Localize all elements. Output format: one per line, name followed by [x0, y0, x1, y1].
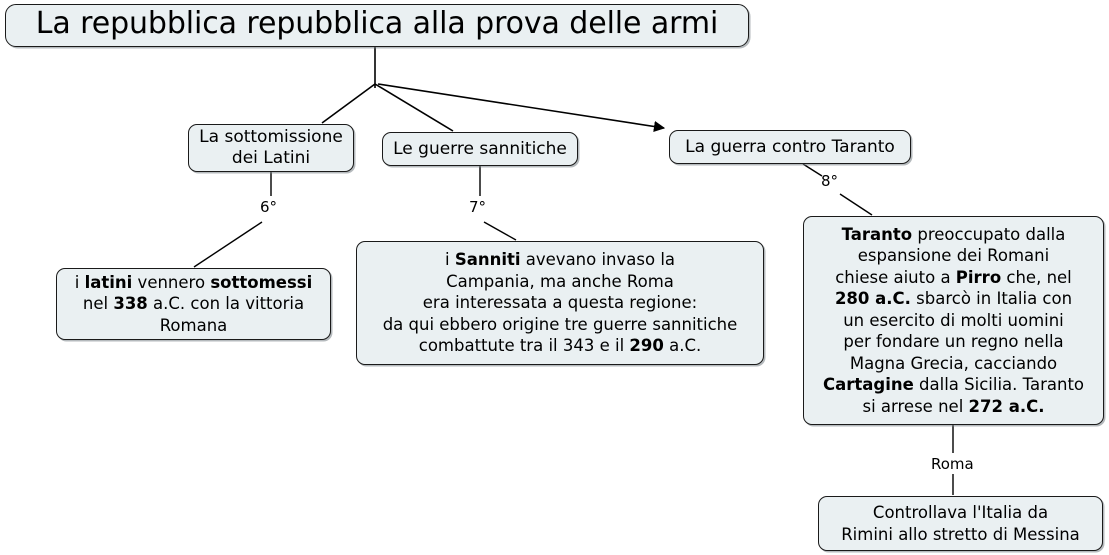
edge-title-to-taranto	[377, 83, 666, 133]
node-title[interactable]: La repubblica repubblica alla prova dell…	[5, 4, 749, 47]
node-sottomissione-latini[interactable]: La sottomissione dei Latini	[188, 124, 354, 172]
edge-label-latini: 6°	[260, 198, 278, 216]
node-guerra-contro-taranto[interactable]: La guerra contro Taranto	[669, 130, 911, 164]
edge-taranto-upper	[802, 163, 823, 177]
node-guerre-sannitiche-label: Le guerre sannitiche	[393, 138, 567, 159]
edge-sannite-lower	[483, 221, 517, 241]
node-title-label: La repubblica repubblica alla prova dell…	[35, 6, 719, 42]
edge-latini-lower	[193, 221, 263, 268]
node-guerre-sannitiche[interactable]: Le guerre sannitiche	[382, 132, 578, 166]
node-sottomissione-latini-label: La sottomissione dei Latini	[199, 127, 343, 168]
edge-label-taranto: 8°	[821, 172, 839, 190]
edge-taranto-lower	[839, 193, 873, 216]
edge-label-roma: Roma	[931, 455, 974, 473]
edge-label-sannite: 7°	[469, 198, 487, 216]
node-guerra-contro-taranto-label: La guerra contro Taranto	[685, 136, 895, 157]
edge-title-to-sannite	[374, 83, 454, 132]
edge-title-to-latini	[321, 83, 376, 124]
